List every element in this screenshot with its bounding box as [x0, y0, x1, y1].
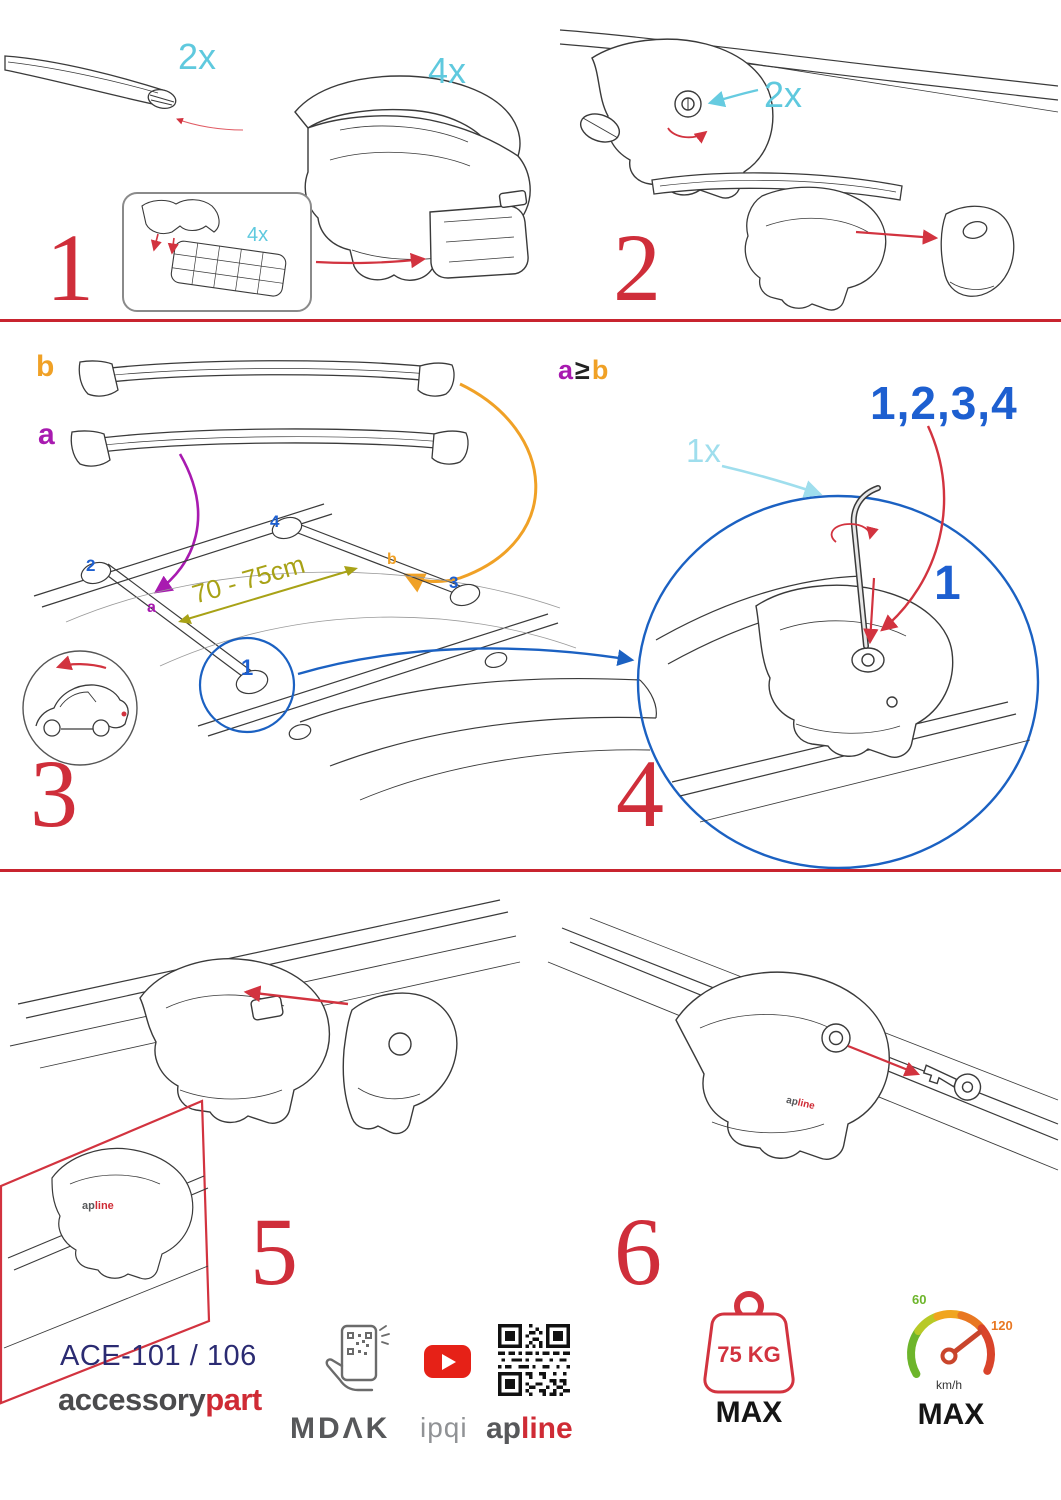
- tighten-sequence: 1,2,3,4: [870, 377, 1018, 429]
- weight-limit-icon: 75 KG: [703, 1291, 795, 1394]
- step2-lock-qty: 2x: [764, 74, 803, 115]
- roof-pos-3: 3: [449, 573, 459, 592]
- speed-high-label: 120: [991, 1318, 1013, 1333]
- step-4-number: 4: [616, 740, 664, 847]
- section-divider-1: [0, 319, 1061, 322]
- inset-to-foot-arrow: [315, 252, 427, 269]
- foot-circle-highlight: [198, 636, 296, 734]
- mdak-logo: MDΛK: [290, 1412, 391, 1445]
- lock-qty-arrow: [707, 88, 759, 108]
- lock-keyhole: [674, 90, 702, 118]
- apline-line: line: [94, 1200, 114, 1212]
- crossbar-rear: [289, 522, 469, 597]
- step4-position: 1: [934, 557, 961, 610]
- brand-accessory: accessory: [58, 1382, 206, 1417]
- bolt-tighten-arrow: [863, 577, 879, 645]
- bar-a-label: a: [38, 418, 55, 451]
- youtube-icon: [424, 1345, 471, 1378]
- step5-step6-illustration: [0, 899, 1059, 1405]
- bar-insert-arrow: [176, 117, 244, 131]
- allen-key-drawing: [850, 485, 881, 649]
- key-insert-arrow: [847, 1044, 921, 1077]
- bar-a-arrow: [153, 453, 200, 594]
- inset-apline-logo: apline: [82, 1200, 114, 1212]
- step5-cover-drawing: [342, 992, 458, 1135]
- step-2-number: 2: [613, 214, 661, 321]
- step-6-number: 6: [614, 1198, 662, 1305]
- step6-foot-drawing: [675, 971, 890, 1160]
- crossbar-end-drawing: [4, 55, 177, 110]
- rule-b: b: [591, 355, 609, 385]
- weight-max-label: MAX: [715, 1396, 783, 1429]
- car-direction-inset: [22, 650, 138, 766]
- step1-step2-illustration: [4, 29, 1059, 312]
- apline-ap: ap: [82, 1200, 95, 1212]
- speed-unit-label: km/h: [936, 1378, 962, 1392]
- roof-pos-4: 4: [270, 512, 280, 531]
- roof-bar-b: b: [387, 551, 397, 568]
- sequence-arrow: [880, 425, 946, 632]
- apline-line: line: [521, 1412, 573, 1445]
- foot-clamp-drawing: [294, 75, 531, 281]
- step-3-number: 3: [30, 740, 78, 847]
- step-5-number: 5: [250, 1198, 298, 1305]
- zoom-ellipse: [636, 494, 1040, 870]
- closed-foot-inset: [0, 1099, 211, 1405]
- step1-foot-qty: 4x: [428, 50, 467, 91]
- inset-foot-drawing: [51, 1147, 194, 1280]
- speedometer-icon: 60 120 km/h: [907, 1292, 1013, 1392]
- model-text: ACE-101 / 106: [60, 1340, 257, 1372]
- step3-step4-illustration: [22, 360, 1040, 870]
- scan-phone-icon: [325, 1324, 390, 1392]
- weight-value: 75 KG: [717, 1342, 781, 1367]
- distance-arrow: [178, 566, 358, 624]
- roof-bar-a: a: [147, 599, 156, 616]
- step6-lock: [821, 1023, 851, 1053]
- roof-feet: [80, 516, 508, 741]
- step2-foot-drawing: [579, 38, 774, 199]
- speed-low-label: 60: [912, 1292, 926, 1307]
- car-drawing: [35, 684, 129, 737]
- youtube-play-triangle: [442, 1353, 456, 1370]
- rule-a: a: [558, 355, 574, 385]
- bar-length-rule: a≥b: [558, 355, 608, 386]
- brand-part: part: [205, 1382, 262, 1417]
- step5-foot-drawing: [139, 958, 330, 1124]
- bar-b-drawing: [78, 360, 455, 397]
- ipqi-logo: ipqi: [420, 1412, 468, 1443]
- zoom-link-arrow: [297, 647, 635, 676]
- roof-pos-2: 2: [86, 556, 96, 575]
- step2-assembly-drawing: [651, 172, 1015, 311]
- cover-attach-arrow: [243, 985, 349, 1006]
- key-rotation-arrow: [830, 523, 879, 543]
- step-1-number: 1: [46, 214, 94, 321]
- end-cap-arrow: [855, 229, 939, 245]
- speed-max-label: MAX: [917, 1398, 985, 1431]
- bar-b-arrow: [403, 382, 538, 593]
- apline-logo: apline: [486, 1412, 573, 1446]
- clamp-jaw-drawing: [141, 199, 220, 235]
- bar-a-drawing: [70, 428, 469, 467]
- tool-qty: 1x: [686, 432, 721, 469]
- step1-pad-qty: 4x: [247, 224, 269, 246]
- lock-rotation-arrow: [667, 127, 708, 144]
- end-cap-drawing: [940, 205, 1015, 297]
- car-direction-arrow: [55, 655, 107, 671]
- step1-bar-qty: 2x: [178, 36, 217, 77]
- rubber-pad-drawing: [170, 240, 287, 297]
- rule-operator: ≥: [575, 355, 590, 385]
- roof-pos-1: 1: [241, 655, 254, 680]
- zoomed-foot-drawing: [755, 584, 954, 758]
- qr-code: [498, 1324, 570, 1396]
- bar-b-label: b: [36, 350, 55, 383]
- section-divider-2: [0, 869, 1061, 872]
- brand-logo: accessorypart: [58, 1382, 262, 1418]
- apline-ap: ap: [486, 1412, 522, 1445]
- tool-qty-arrow: [721, 464, 823, 498]
- pad-arrows: [150, 233, 179, 255]
- key-drawing: [922, 1064, 982, 1101]
- pad-inset-box: [122, 192, 312, 312]
